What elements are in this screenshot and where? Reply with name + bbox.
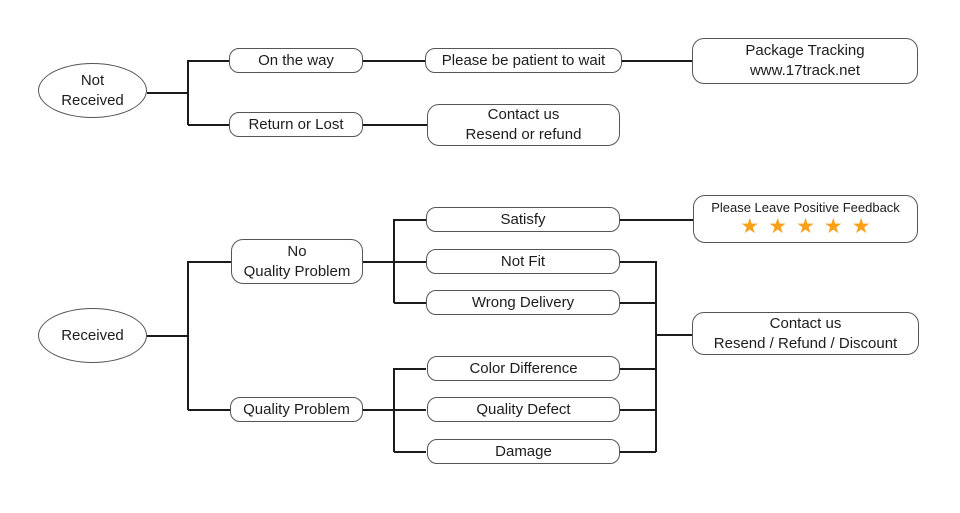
star-rating: ★ ★ ★ ★ ★ [740,216,870,238]
ellipse-not-received-line1: Not [80,71,105,89]
connector [188,60,229,62]
node-positive-feedback: Please Leave Positive Feedback ★ ★ ★ ★ ★ [693,195,918,243]
node-label: Return or Lost [248,116,344,133]
node-label: Contact us [487,106,560,123]
connector [363,261,426,263]
connector [147,92,188,94]
connector [393,219,395,303]
connector [620,302,656,304]
node-label: No [287,242,307,260]
connector [655,261,657,452]
ellipse-not-received-line2: Received [61,91,124,109]
connector [363,60,425,62]
star-icon: ★ [740,215,760,238]
node-label: Package Tracking [745,42,865,59]
connector [187,261,189,410]
connector [394,302,426,304]
feedback-title: Please Leave Positive Feedback [711,200,900,215]
connector [394,368,426,370]
connector [620,409,656,411]
connector [620,451,656,453]
node-label: Contact us [769,314,842,332]
node-damage: Damage [427,439,620,464]
node-on-the-way: On the way [229,48,363,73]
connector [188,261,231,263]
node-label: Resend or refund [465,126,582,143]
node-label: Satisfy [500,211,546,228]
connector [188,124,229,126]
star-icon: ★ [851,215,871,238]
connector [620,261,656,263]
node-label: Please be patient to wait [441,52,606,69]
connector [620,368,656,370]
star-icon: ★ [823,215,843,238]
connector [656,334,692,336]
node-return-or-lost: Return or Lost [229,112,363,137]
node-label: Resend / Refund / Discount [713,334,898,352]
node-no-quality-problem: No Quality Problem [231,239,363,284]
connector [147,335,188,337]
connector [363,124,427,126]
tracking-url-text: www.17track.net [749,62,861,79]
node-label: Quality Problem [243,262,351,280]
node-label: Not Fit [500,253,546,270]
connector [394,219,426,221]
connector [187,60,189,125]
connector [393,368,395,452]
star-icon: ★ [768,215,788,238]
connector [620,219,693,221]
connector [188,409,230,411]
connector [622,60,692,62]
node-label: Color Difference [469,360,578,377]
node-please-be-patient: Please be patient to wait [425,48,622,73]
node-not-fit: Not Fit [426,249,620,274]
node-satisfy: Satisfy [426,207,620,232]
node-label: Wrong Delivery [471,294,575,311]
node-quality-problem: Quality Problem [230,397,363,422]
node-label: Quality Problem [243,401,350,418]
connector [363,409,426,411]
ellipse-received: Received [38,308,147,363]
ellipse-received-label: Received [61,326,124,344]
ellipse-not-received: Not Received [38,63,147,118]
node-label: Damage [495,443,552,460]
star-icon: ★ [796,215,815,238]
node-quality-defect: Quality Defect [427,397,620,422]
connector [394,451,426,453]
node-contact-us-resend-refund: Contact us Resend or refund [427,104,620,146]
node-label: On the way [258,52,334,69]
node-contact-us-resend-refund-discount: Contact us Resend / Refund / Discount [692,312,919,355]
node-wrong-delivery: Wrong Delivery [426,290,620,315]
node-label: Quality Defect [476,401,571,418]
node-color-difference: Color Difference [427,356,620,381]
node-package-tracking: Package Tracking www.17track.net [692,38,918,84]
